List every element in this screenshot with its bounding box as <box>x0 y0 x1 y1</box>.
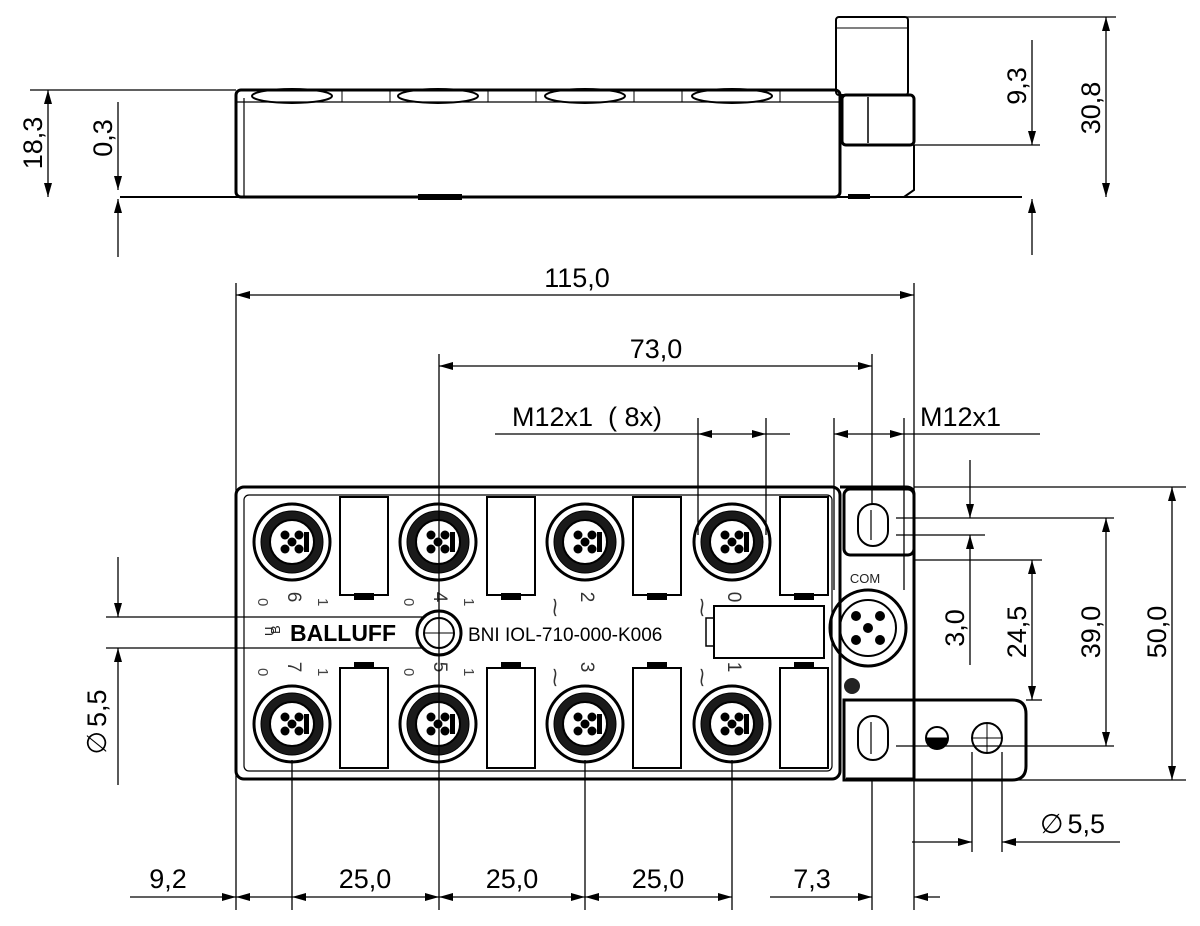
led-indicator-top-3 <box>794 593 814 600</box>
dim-dia-5-5-left: 5,5 <box>82 689 112 727</box>
led-window-top-0 <box>339 496 389 596</box>
ub-label: U <box>262 627 277 636</box>
svg-text:∅5,5: ∅5,5 <box>1040 809 1105 839</box>
led-indicator-bottom-2 <box>647 662 667 669</box>
dim-50: 50,0 <box>1142 606 1172 659</box>
side-com-connector <box>835 16 916 198</box>
side-housing <box>234 88 842 199</box>
pin-label-6-a: 0 <box>254 598 271 606</box>
dim-m12-com: M12x1 <box>920 402 1001 432</box>
dia-symbol-left: ∅ <box>82 731 112 755</box>
led-indicator-top-2 <box>647 593 667 600</box>
port-number-1: 1 <box>723 662 744 673</box>
led-indicator-bottom-1 <box>501 662 521 669</box>
port-number-7: 7 <box>283 662 304 673</box>
top-com-tab <box>840 485 916 781</box>
m12-port-bottom-0 <box>252 684 332 764</box>
m12-port-top-1 <box>398 502 478 582</box>
led-indicator-bottom-0 <box>354 662 374 669</box>
port-number-3: 3 <box>576 662 597 673</box>
led-indicator-top-0 <box>354 593 374 600</box>
port-number-2: 2 <box>576 592 597 603</box>
led-window-bottom-3 <box>779 667 829 769</box>
m12-port-bottom-2 <box>545 684 625 764</box>
dim-25-c: 25,0 <box>632 864 685 894</box>
dia-symbol-right: ∅ <box>1040 809 1064 839</box>
svg-text:∅5,5: ∅ 5,5 <box>82 689 112 754</box>
pin-label-5-a: 0 <box>400 668 417 676</box>
extension-lines <box>106 283 1186 910</box>
m12-port-top-0 <box>252 502 332 582</box>
pin-label-4-a: 0 <box>400 598 417 606</box>
pin-label-7-a: 0 <box>254 668 271 676</box>
label-strip <box>713 605 825 659</box>
m12-port-top-3 <box>692 502 772 582</box>
led-window-top-1 <box>486 496 536 596</box>
pin-label-6-b: 1 <box>314 598 331 606</box>
led-indicator-bottom-3 <box>794 662 814 669</box>
dim-39: 39,0 <box>1076 606 1106 659</box>
iolink-symbol-0: ⁓ <box>691 598 712 617</box>
led-window-bottom-0 <box>339 667 389 769</box>
led-window-top-3 <box>779 496 829 596</box>
dim-m12-8x: M12x1 ( 8x) <box>512 402 662 432</box>
m12-port-top-2 <box>545 502 625 582</box>
com-connector: COM <box>828 571 908 694</box>
pin-label-4-b: 1 <box>460 598 477 606</box>
dim-3-0: 3,0 <box>940 609 970 647</box>
port-number-6: 6 <box>283 592 304 603</box>
dim-dia-5-5-right: 5,5 <box>1068 809 1106 839</box>
dim-0-3: 0,3 <box>88 119 118 157</box>
model-number: BNI IOL-710-000-K006 <box>468 625 662 646</box>
side-view: 18,3 0,3 9,3 30,8 <box>18 16 1116 257</box>
dim-9-3: 9,3 <box>1002 67 1032 105</box>
led-window-top-2 <box>632 496 682 596</box>
dim-73: 73,0 <box>630 334 683 364</box>
dim-24-5: 24,5 <box>1002 606 1032 659</box>
dim-18-3: 18,3 <box>18 117 48 170</box>
m12-port-bottom-1 <box>398 684 478 764</box>
lower-slot-hole <box>857 715 889 761</box>
led-windows <box>339 496 829 769</box>
dim-25-b: 25,0 <box>486 864 539 894</box>
dim-9-2: 9,2 <box>149 864 187 894</box>
iolink-symbol-2: ⁓ <box>544 598 565 617</box>
pin-label-7-b: 1 <box>314 668 331 676</box>
brand-logo: BALLUFF <box>290 620 396 646</box>
m12-ports <box>252 502 772 764</box>
dim-30-8: 30,8 <box>1076 82 1106 135</box>
port-number-0: 0 <box>723 592 744 603</box>
iolink-symbol-1: ⁓ <box>691 668 712 687</box>
com-label: COM <box>850 571 880 586</box>
iolink-symbol-3: ⁓ <box>544 668 565 687</box>
m12-port-bottom-3 <box>692 684 772 764</box>
upper-slot-hole <box>857 503 889 547</box>
dim-115: 115,0 <box>544 263 610 293</box>
dim-7-3: 7,3 <box>793 864 831 894</box>
led-window-bottom-2 <box>632 667 682 769</box>
led-window-bottom-1 <box>486 667 536 769</box>
pin-label-5-b: 1 <box>460 668 477 676</box>
side-port-bumps <box>251 88 781 104</box>
dim-25-a: 25,0 <box>339 864 392 894</box>
ub-sub: B <box>268 625 283 634</box>
top-view: COM BALLUFF BNI IOL-710-000-K006 U B <box>82 263 1186 910</box>
led-indicator-top-1 <box>501 593 521 600</box>
